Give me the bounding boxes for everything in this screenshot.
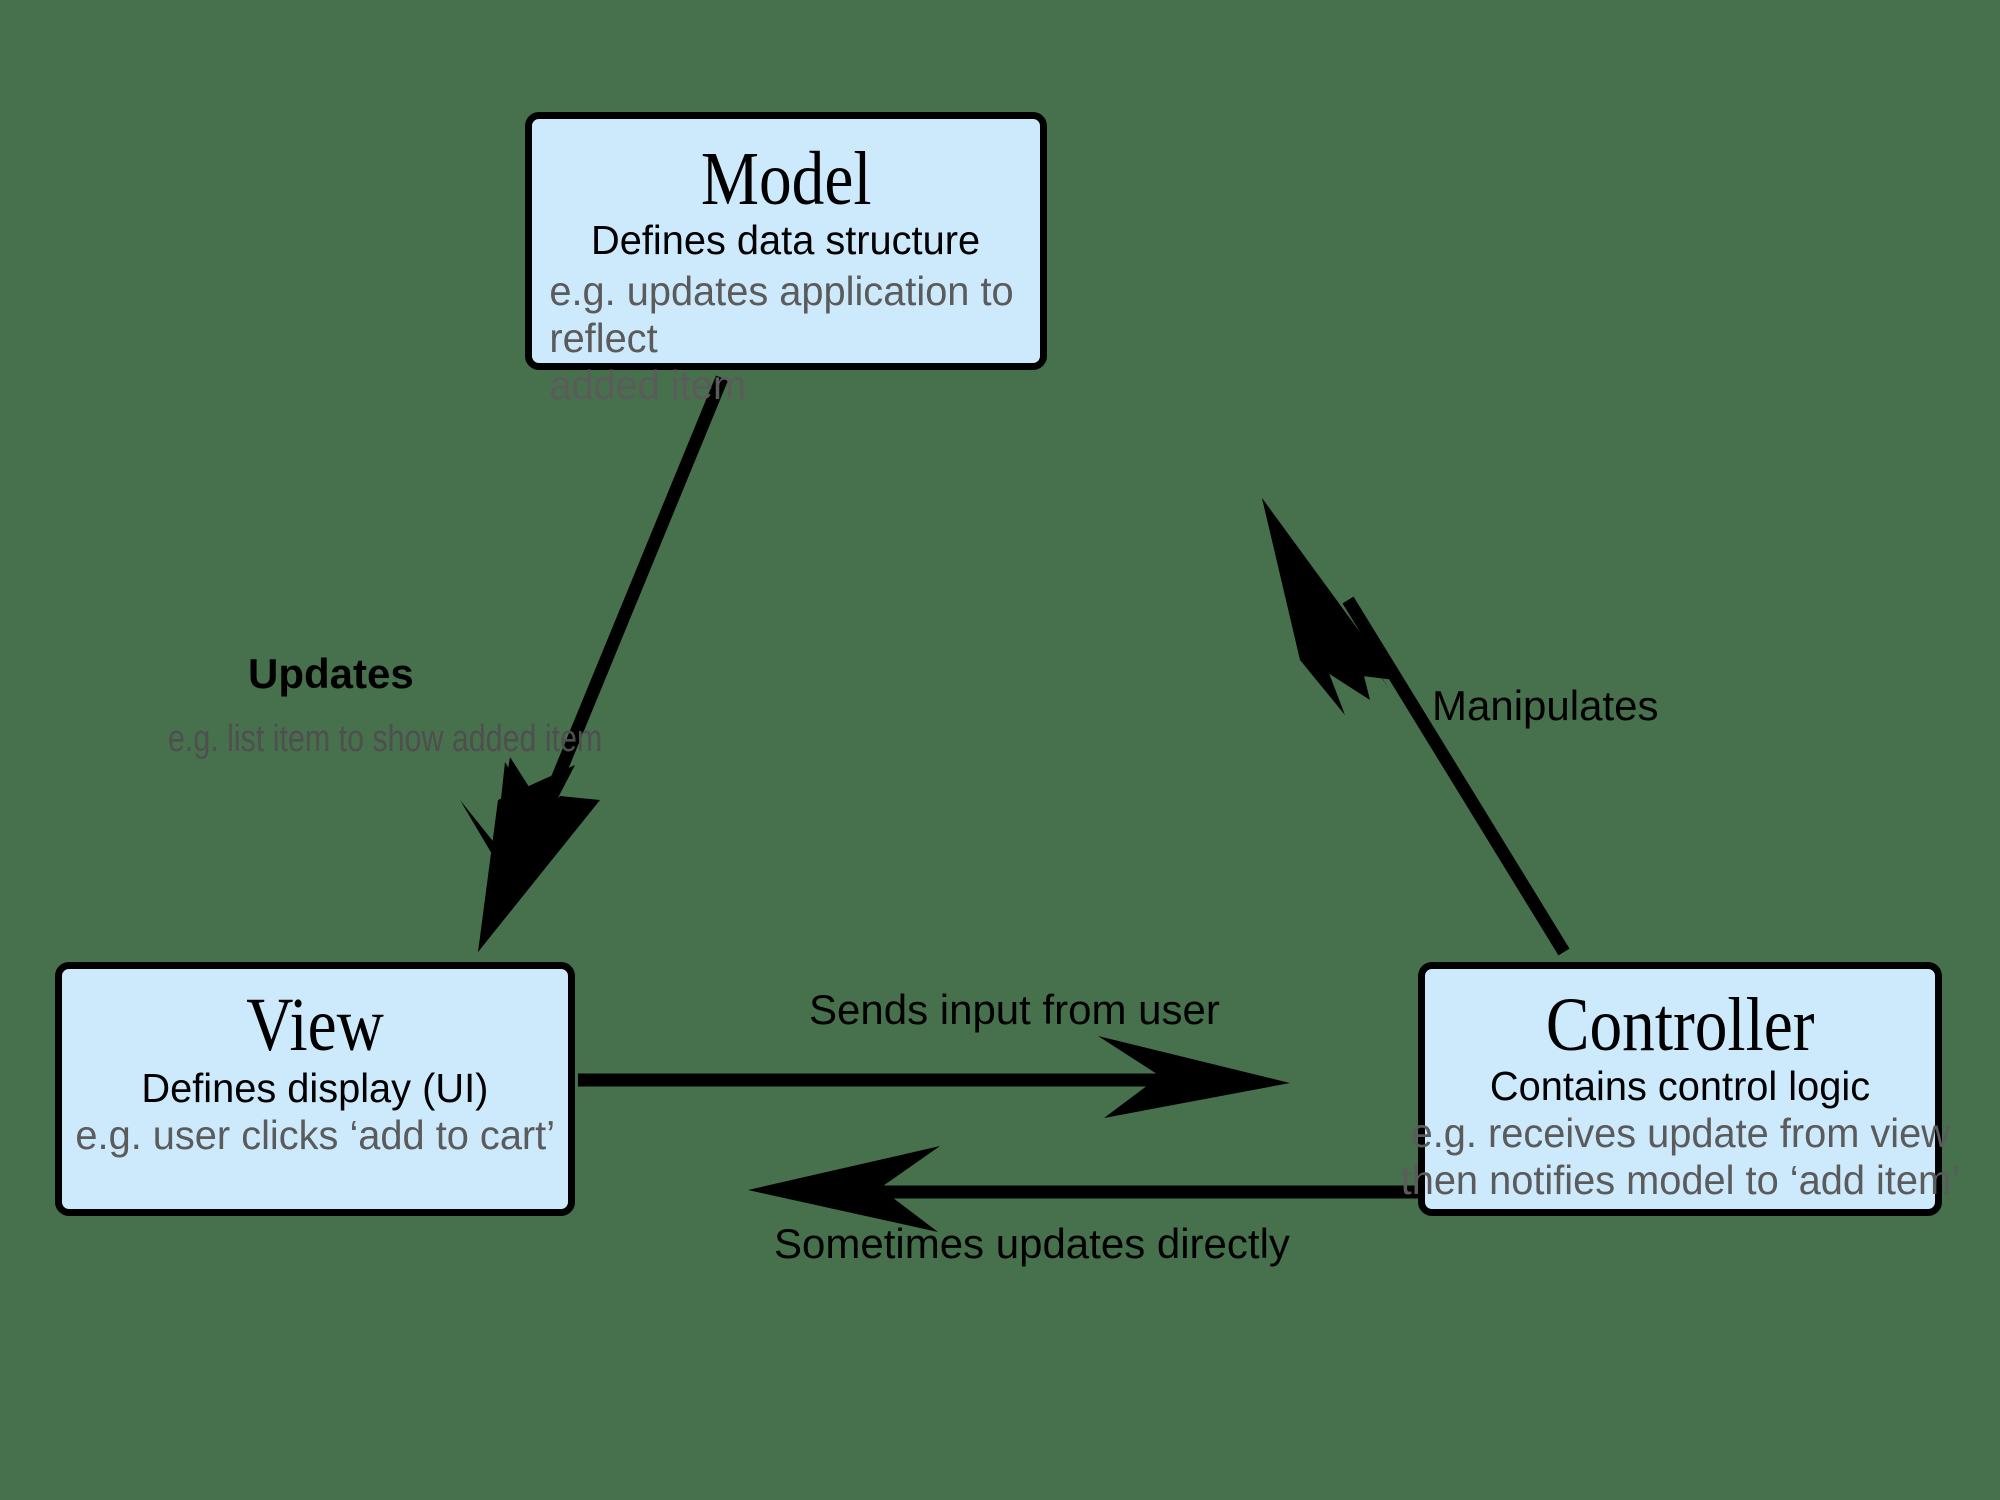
node-view-subtitle: Defines display (UI) [141,1065,489,1111]
edge-label-updates: Updates [248,650,414,697]
node-model-title: Model [700,137,872,221]
edge-label-updates-example: e.g. list item to show added item [168,718,603,760]
node-controller-example-line-1: e.g. receives update from view [1410,1110,1950,1157]
node-model-example: e.g. updates application to reflect adde… [540,268,1033,408]
edge-label-sometimes-updates-directly: Sometimes updates directly [774,1220,1290,1267]
node-controller-example-line-2: then notifies model to ‘add item’ [1400,1156,1960,1203]
arrow-view-to-controller [578,1036,1290,1118]
node-controller-subtitle: Contains control logic [1489,1063,1871,1109]
node-controller[interactable]: Controller Contains control logic e.g. r… [1400,962,1960,1216]
node-controller-title: Controller [1545,983,1815,1067]
edge-label-manipulates: Manipulates [1432,682,1659,729]
node-controller-example: e.g. receives update from view then noti… [1400,1110,1959,1203]
edge-label-sends-input-from-user: Sends input from user [809,986,1220,1033]
node-model-example-line-1: e.g. updates application to reflect [549,268,1014,361]
node-view[interactable]: View Defines display (UI) e.g. user clic… [55,962,575,1216]
node-model-example-line-2: added item [549,361,747,408]
node-model[interactable]: Model Defines data structure e.g. update… [525,112,1047,408]
node-view-example: e.g. user clicks ‘add to cart’ [75,1112,555,1159]
arrow-model-to-view [460,375,729,952]
node-model-subtitle: Defines data structure [591,217,981,263]
node-view-title: View [246,983,384,1067]
node-view-example-line-1: e.g. user clicks ‘add to cart’ [75,1112,555,1159]
